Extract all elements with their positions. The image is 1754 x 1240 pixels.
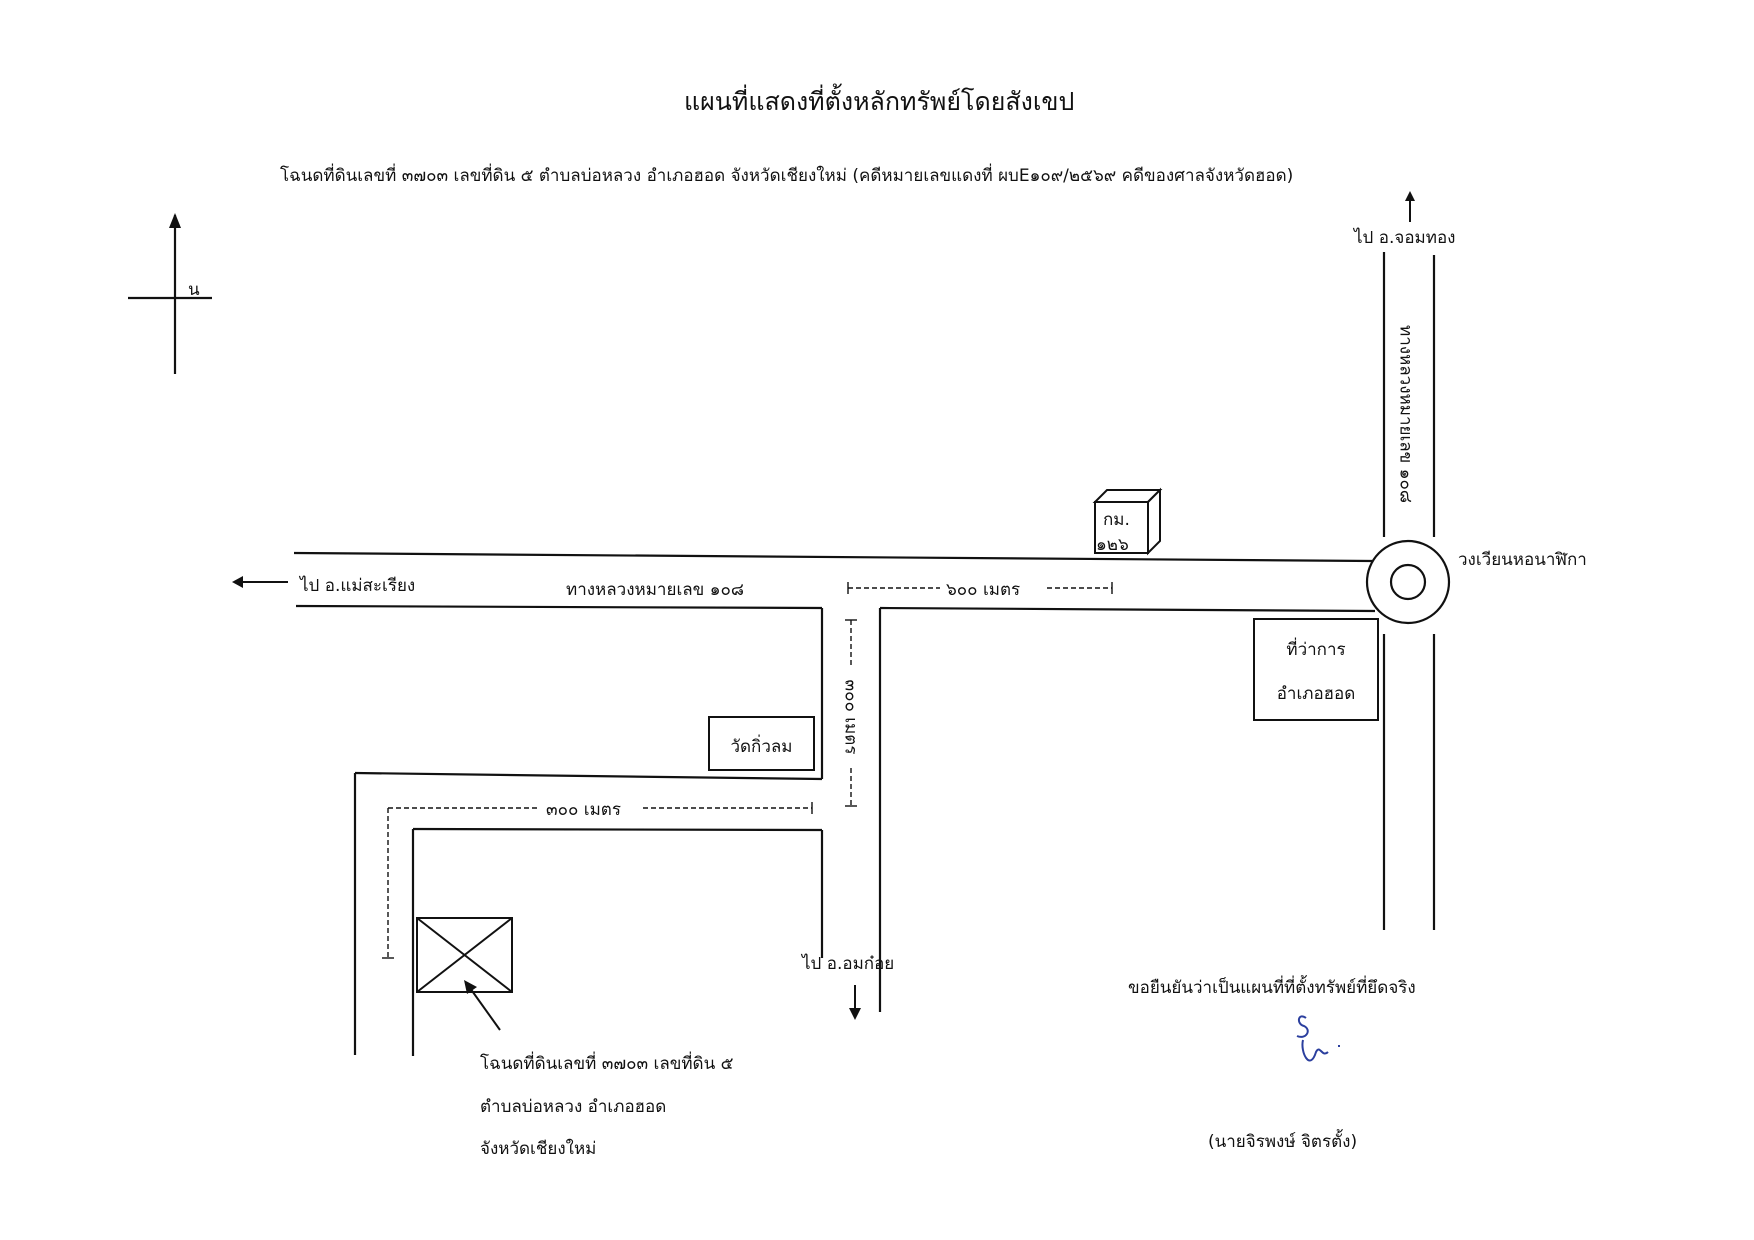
km-marker-line-2: ๑๒๖ bbox=[1096, 535, 1129, 555]
highway-north-edge bbox=[293, 551, 1373, 563]
compass-north-arrow bbox=[169, 213, 181, 228]
property-caption-line-3: จังหวัดเชียงใหม่ bbox=[480, 1139, 597, 1159]
lane-north-edge bbox=[354, 771, 823, 781]
highway-south-edge-east bbox=[879, 606, 1376, 613]
compass-north-label: น bbox=[188, 280, 200, 300]
km-marker-line-1: กม. bbox=[1103, 510, 1130, 530]
lane-south-edge bbox=[412, 827, 823, 832]
label-to-mae-sariang: ไป อ.แม่สะเรียง bbox=[300, 576, 416, 596]
district-office-line-2: อำเภอฮอด bbox=[1276, 684, 1356, 704]
district-office-line-1: ที่ว่าการ bbox=[1286, 640, 1346, 660]
arrow-to-mae-sariang-head bbox=[232, 576, 243, 588]
km-marker-cube bbox=[1092, 487, 1163, 556]
temple-box: วัดกิ่วลม bbox=[708, 716, 815, 771]
label-highway-horizontal: ทางหลวงหมายเลข ๑๐๘ bbox=[566, 580, 744, 600]
label-roundabout: วงเวียนหอนาฬิกา bbox=[1458, 550, 1587, 570]
certification-text: ขอยืนยันว่าเป็นแผนที่ที่ตั้งทรัพย์ที่ยึด… bbox=[1128, 978, 1416, 998]
label-to-om-thong: ไป อ.จอมทอง bbox=[1354, 228, 1456, 248]
property-parcel bbox=[416, 917, 513, 993]
district-office-box: ที่ว่าการ อำเภอฮอด bbox=[1253, 618, 1379, 721]
temple-label: วัดกิ่วลม bbox=[730, 737, 793, 757]
property-caption-line-1: โฉนดที่ดินเลขที่ ๓๗๐๓ เลขที่ดิน ๕ bbox=[480, 1054, 734, 1074]
signer-name: (นายจิรพงษ์ จิตรตั้ง) bbox=[1208, 1132, 1358, 1152]
label-distance-west: ๓๐๐ เมตร bbox=[546, 800, 621, 820]
label-distance-east: ๖๐๐ เมตร bbox=[946, 580, 1021, 600]
roundabout-inner-circle bbox=[1389, 563, 1427, 601]
map-title: แผนที่แสดงที่ตั้งหลักทรัพย์โดยสังเขป bbox=[684, 87, 1075, 116]
label-distance-south: ๓๐๐ เมตร bbox=[840, 679, 861, 755]
property-pointer-head bbox=[464, 980, 477, 994]
signature-mark bbox=[1296, 1015, 1340, 1062]
arrow-to-om-thong-head bbox=[1405, 191, 1415, 201]
label-to-omkoi: ไป อ.อมก๋อย bbox=[802, 954, 895, 974]
roundabout-outer-circle bbox=[1365, 539, 1451, 625]
label-highway-vertical: ทางหลวงหมายเลข ๑๐๘ bbox=[1395, 325, 1416, 503]
map-subtitle: โฉนดที่ดินเลขที่ ๓๗๐๓ เลขที่ดิน ๕ ตำบลบ่… bbox=[280, 166, 1294, 186]
property-caption-line-2: ตำบลบ่อหลวง อำเภอฮอด bbox=[480, 1097, 667, 1117]
arrow-to-omkoi-head bbox=[849, 1008, 861, 1020]
highway-south-edge-west bbox=[295, 604, 823, 610]
property-pointer-shaft bbox=[469, 987, 501, 1031]
